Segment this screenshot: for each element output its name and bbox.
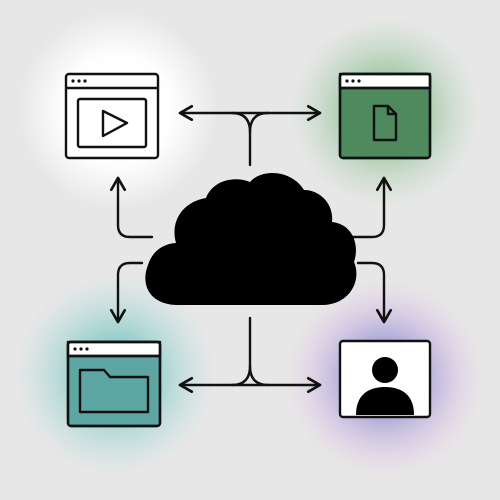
connector-cloud-to-document xyxy=(346,176,393,239)
connector-cloud-to-video xyxy=(109,176,154,239)
play-icon xyxy=(101,109,129,138)
folder-icon xyxy=(78,368,150,414)
file-icon xyxy=(372,104,398,142)
connector-cloud-down-right xyxy=(248,364,270,387)
connector-cloud-down xyxy=(230,316,252,387)
folder-window-dots xyxy=(73,347,89,351)
document-window-dots xyxy=(345,79,361,83)
cloud-icon xyxy=(145,172,357,305)
video-window-icon xyxy=(64,72,160,160)
connector-cloud-up xyxy=(230,111,252,167)
connector-cloud-to-user xyxy=(356,261,393,324)
connector-cloud-to-folder xyxy=(109,261,144,324)
user-profile-icon xyxy=(338,339,432,419)
document-window-icon xyxy=(338,72,432,160)
folder-window-icon xyxy=(66,340,162,428)
video-window-dots xyxy=(71,79,87,83)
connector-cloud-up-right xyxy=(248,111,270,134)
